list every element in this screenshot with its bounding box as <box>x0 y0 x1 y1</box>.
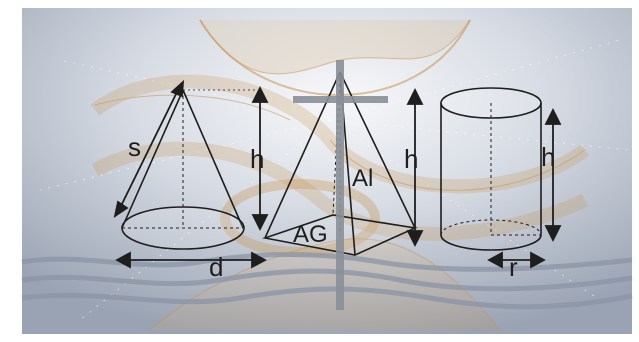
wave-lines <box>21 252 633 310</box>
cone-slant-arrow <box>113 79 185 218</box>
pyramid-lateral-area-label: Al <box>352 165 373 192</box>
cone-shape <box>121 89 260 250</box>
cone-height-arrow <box>251 85 269 232</box>
light-streaks <box>39 39 631 321</box>
cross-symbol <box>293 60 388 310</box>
pyramid-height-arrow <box>406 87 424 248</box>
pyramid-base-area-label: AG <box>293 221 328 248</box>
cylinder-radius-label: r <box>509 252 518 282</box>
cylinder-shape <box>440 87 542 251</box>
cone-slant-label: s <box>128 132 141 162</box>
pyramid-height-label: h <box>404 144 418 174</box>
golden-ribbons <box>90 19 590 331</box>
cone-diameter-label: d <box>209 252 223 282</box>
cone-height-label: h <box>250 144 264 174</box>
cylinder-height-label: h <box>541 142 555 172</box>
cylinder-radius-arrow <box>487 251 546 269</box>
cone-diameter-arrow <box>115 251 267 269</box>
cylinder-height-arrow <box>544 107 562 243</box>
